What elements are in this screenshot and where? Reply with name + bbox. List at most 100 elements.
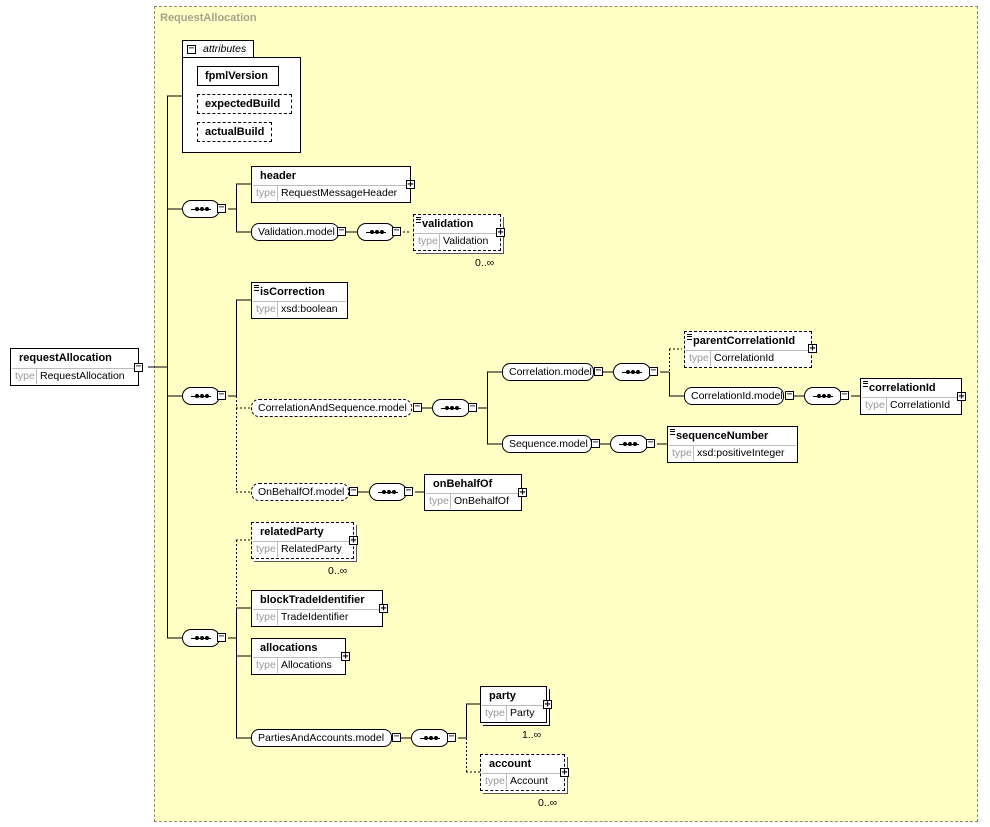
- group-sequence-model[interactable]: Sequence.model: [502, 435, 592, 453]
- type-value: xsd:boolean: [281, 303, 338, 315]
- attribute-name: actualBuild: [205, 126, 265, 138]
- sequence-compositor: [610, 435, 648, 453]
- sequence-compositor: [804, 387, 842, 405]
- type-value: xsd:positiveInteger: [697, 447, 785, 459]
- type-key: type: [256, 303, 276, 315]
- group-parties-and-accounts-model[interactable]: PartiesAndAccounts.model: [251, 729, 392, 747]
- documentation-icon: [863, 381, 868, 387]
- type-key: type: [865, 399, 885, 411]
- expand-icon[interactable]: +: [496, 227, 505, 238]
- group-label: OnBehalfOf.model: [258, 486, 345, 498]
- collapse-icon[interactable]: −: [187, 43, 196, 54]
- type-key: type: [256, 543, 276, 555]
- sequence-compositor: [357, 223, 395, 241]
- type-value: OnBehalfOf: [454, 495, 509, 507]
- type-key: type: [256, 659, 276, 671]
- documentation-icon: [670, 429, 675, 435]
- element-name: account: [489, 758, 532, 770]
- attribute-expectedbuild[interactable]: expectedBuild: [197, 94, 292, 114]
- complex-type-title: RequestAllocation: [160, 12, 257, 24]
- type-key: type: [256, 611, 276, 623]
- collapse-icon[interactable]: −: [337, 225, 346, 236]
- expand-icon[interactable]: +: [379, 603, 388, 614]
- attribute-fpmlversion[interactable]: fpmlVersion: [197, 66, 279, 86]
- expand-icon[interactable]: +: [560, 767, 569, 778]
- attribute-name: expectedBuild: [205, 98, 281, 110]
- collapse-icon[interactable]: −: [594, 365, 603, 376]
- element-name: parentCorrelationId: [693, 335, 796, 347]
- collapse-icon[interactable]: −: [134, 361, 143, 372]
- type-value: Validation: [443, 235, 489, 247]
- sequence-compositor: [369, 483, 407, 501]
- element-allocations[interactable]: allocations type Allocations: [251, 638, 346, 675]
- group-label: CorrelationId.model: [691, 390, 783, 402]
- expand-icon[interactable]: +: [406, 179, 415, 190]
- group-correlation-and-sequence-model[interactable]: CorrelationAndSequence.model: [251, 399, 412, 417]
- collapse-icon[interactable]: −: [785, 389, 794, 400]
- type-value: Account: [510, 775, 548, 787]
- collapse-icon[interactable]: −: [840, 389, 849, 400]
- expand-icon[interactable]: +: [957, 391, 966, 402]
- collapse-icon[interactable]: −: [217, 202, 226, 213]
- collapse-icon[interactable]: −: [413, 401, 422, 412]
- collapse-icon[interactable]: −: [349, 485, 358, 496]
- collapse-icon[interactable]: −: [591, 437, 600, 448]
- type-value: RequestAllocation: [40, 370, 125, 382]
- element-name: correlationId: [869, 382, 936, 394]
- documentation-icon: [416, 217, 421, 223]
- collapse-icon[interactable]: −: [447, 731, 456, 742]
- expand-icon[interactable]: +: [808, 343, 817, 354]
- group-correlation-id-model[interactable]: CorrelationId.model: [684, 387, 784, 405]
- group-correlation-model[interactable]: Correlation.model: [502, 363, 594, 381]
- element-name: validation: [422, 218, 474, 230]
- type-key: type: [485, 775, 505, 787]
- element-onbehalfof[interactable]: onBehalfOf type OnBehalfOf: [424, 474, 522, 511]
- type-key: type: [418, 235, 438, 247]
- element-name: onBehalfOf: [433, 478, 493, 490]
- collapse-icon[interactable]: −: [646, 437, 655, 448]
- collapse-icon[interactable]: −: [468, 401, 477, 412]
- group-validation-model[interactable]: Validation.model: [251, 223, 339, 241]
- sequence-compositor: [182, 200, 220, 218]
- type-value: TradeIdentifier: [281, 611, 349, 623]
- expand-icon[interactable]: +: [341, 651, 350, 662]
- group-label: CorrelationAndSequence.model: [258, 402, 407, 414]
- expand-icon[interactable]: +: [349, 535, 358, 546]
- type-key: type: [689, 352, 709, 364]
- sequence-compositor: [182, 629, 220, 647]
- type-value: Allocations: [281, 659, 332, 671]
- attributes-tab[interactable]: − attributes: [182, 40, 254, 58]
- group-on-behalf-of-model[interactable]: OnBehalfOf.model: [251, 483, 349, 501]
- type-key: type: [15, 370, 35, 382]
- element-name: allocations: [260, 642, 318, 654]
- sequence-compositor: [182, 387, 220, 405]
- group-label: Sequence.model: [509, 438, 588, 450]
- root-element[interactable]: requestAllocation type RequestAllocation: [10, 348, 139, 386]
- type-key: type: [429, 495, 449, 507]
- element-validation[interactable]: validation type Validation: [413, 214, 501, 251]
- attribute-actualbuild[interactable]: actualBuild: [197, 122, 272, 142]
- expand-icon[interactable]: +: [518, 487, 527, 498]
- collapse-icon[interactable]: −: [649, 365, 658, 376]
- expand-icon[interactable]: +: [543, 699, 552, 710]
- collapse-icon[interactable]: −: [404, 485, 413, 496]
- attribute-name: fpmlVersion: [205, 70, 268, 82]
- type-key: type: [256, 187, 276, 199]
- element-name: sequenceNumber: [676, 430, 769, 442]
- element-name: requestAllocation: [19, 352, 112, 364]
- collapse-icon[interactable]: −: [392, 225, 401, 236]
- type-value: RequestMessageHeader: [281, 187, 398, 199]
- element-account[interactable]: account type Account: [480, 754, 565, 791]
- collapse-icon[interactable]: −: [392, 731, 401, 742]
- collapse-icon[interactable]: −: [217, 631, 226, 642]
- collapse-icon[interactable]: −: [217, 389, 226, 400]
